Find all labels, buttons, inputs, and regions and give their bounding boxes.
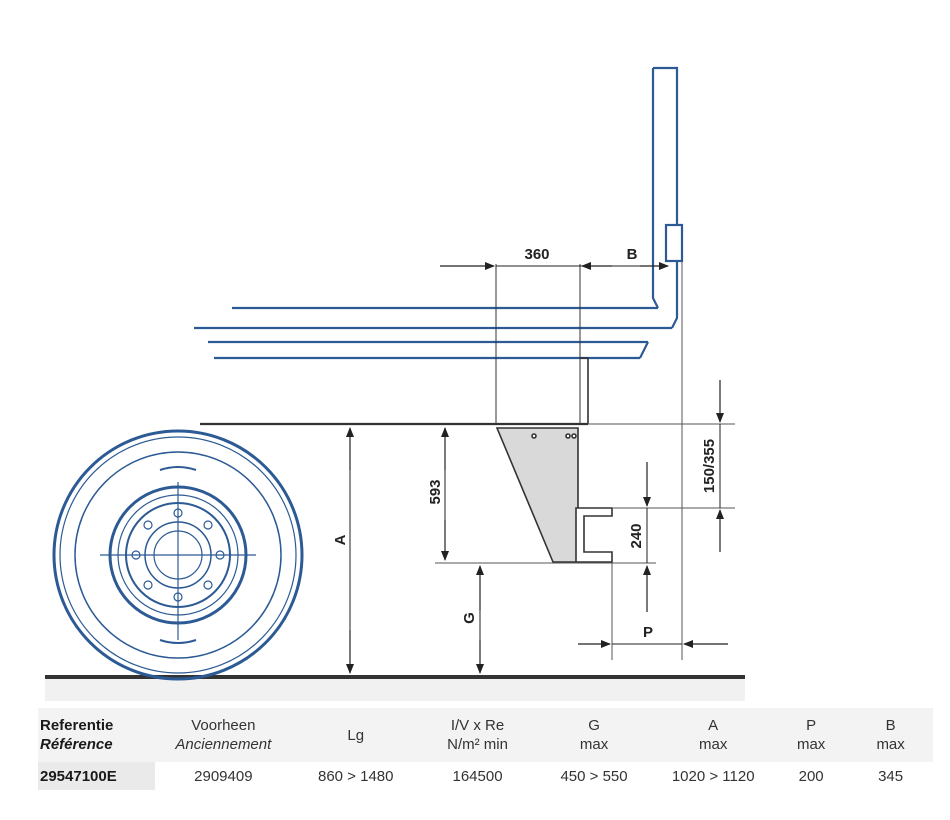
cell-previous: 2909409	[194, 767, 253, 785]
header-line2: max	[796, 736, 826, 753]
cell-iv-re: 164500	[452, 767, 503, 785]
dim-p-label: P	[643, 624, 653, 641]
header-p: P max	[774, 708, 848, 762]
table-header-row: Referentie Référence Voorheen Ancienneme…	[38, 708, 933, 762]
header-line2: max	[579, 736, 609, 753]
header-g: G max	[536, 708, 653, 762]
dim-p: P	[578, 624, 728, 648]
header-line1: Lg	[347, 726, 365, 744]
dim-g: G	[461, 565, 484, 674]
header-line2: N/m² min	[447, 736, 508, 753]
dim-593-label: 593	[427, 479, 444, 504]
ground-line	[45, 675, 745, 679]
dim-b-label: B	[627, 246, 638, 263]
dim-360: 360	[440, 246, 612, 270]
header-line2: max	[699, 736, 728, 753]
chassis-frame	[194, 306, 672, 360]
dim-240-label: 240	[628, 523, 645, 548]
header-line1: A	[708, 717, 719, 734]
cell-b: 345	[878, 767, 904, 785]
dim-g-label: G	[461, 612, 478, 624]
dim-150-355: 150/355	[701, 380, 724, 552]
dim-b: B	[580, 246, 669, 270]
header-line2: Référence	[40, 736, 113, 753]
rear-post	[651, 66, 684, 329]
header-iv-re: I/V x Re N/m² min	[419, 708, 536, 762]
header-line2: max	[876, 736, 905, 753]
dim-360-label: 360	[524, 246, 549, 263]
header-line1: G	[588, 717, 600, 734]
header-line1: B	[885, 717, 896, 734]
cell-a: 1020 > 1120	[671, 767, 755, 785]
dim-a-label: A	[332, 534, 349, 545]
dim-593: 593	[427, 427, 449, 561]
header-lg: Lg	[292, 708, 419, 762]
reference-lines	[435, 262, 735, 660]
sub-frame	[200, 264, 589, 426]
header-line1: P	[806, 717, 817, 734]
header-line1: Voorheen	[191, 717, 256, 734]
dim-240: 240	[628, 462, 651, 612]
header-line2: Anciennement	[175, 736, 272, 753]
technical-drawing: 360 B A 593 G 240 150/355	[45, 66, 745, 701]
spec-table: Referentie Référence Voorheen Ancienneme…	[38, 708, 933, 790]
header-previous: Voorheen Anciennement	[155, 708, 293, 762]
u-profile-beam	[575, 507, 613, 563]
ground-shadow	[45, 679, 745, 701]
header-b: B max	[848, 708, 933, 762]
header-a: A max	[652, 708, 774, 762]
dim-a: A	[332, 427, 354, 674]
dim-150-355-label: 150/355	[701, 439, 718, 493]
header-reference: Referentie Référence	[38, 708, 155, 762]
cell-g: 450 > 550	[560, 767, 628, 785]
cell-lg: 860 > 1480	[317, 767, 394, 785]
header-line1: I/V x Re	[450, 717, 505, 734]
header-line1: Referentie	[40, 717, 114, 734]
table-row: 29547100E 2909409 860 > 1480 164500 450 …	[38, 762, 933, 790]
cell-p: 200	[798, 767, 824, 785]
underrun-bracket	[495, 427, 579, 563]
wheel	[52, 429, 304, 681]
cell-reference: 29547100E	[38, 762, 155, 790]
